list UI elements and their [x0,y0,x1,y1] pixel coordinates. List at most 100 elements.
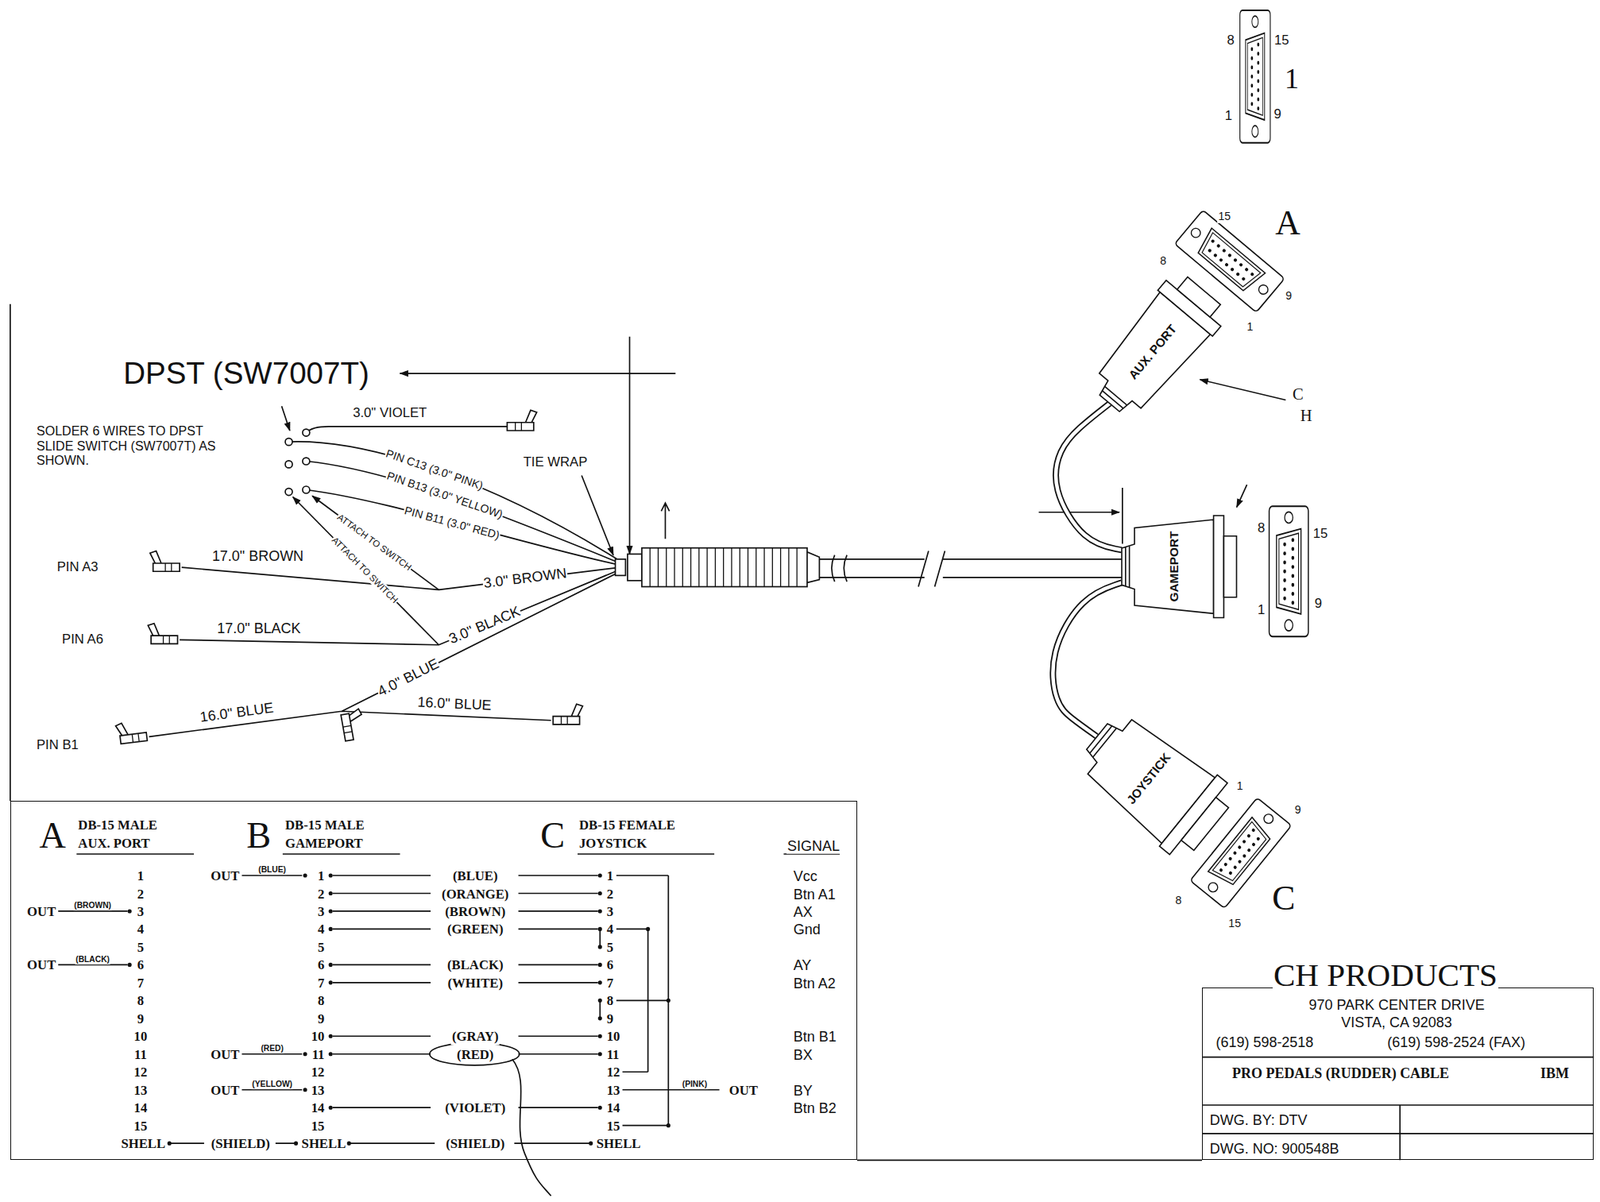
table-cell: 11 [311,1047,326,1063]
table-cell: 15 [606,1118,622,1134]
table-cell: (YELLOW) [251,1079,294,1090]
aux-port-connector: AUX. PORT [1082,255,1242,426]
title-block-rules [1201,1057,1594,1161]
table-cell: 7 [316,975,325,991]
callout-letter: H [1299,406,1314,426]
strain-relief-ribs [649,548,797,588]
title-block-text: CH PRODUCTS [1272,956,1499,994]
pin-number: 8 [1256,521,1266,537]
table-cell: 14 [606,1101,622,1117]
pin-label: PIN A3 [56,560,100,576]
table-cell: Gnd [792,921,822,939]
dimension-mark [660,502,669,539]
table-cell: 9 [316,1011,325,1027]
table-cell: 12 [310,1065,326,1081]
border-frame [10,304,1202,1161]
pin-number: 8 [1225,33,1235,49]
title-block-text: DWG. BY: DTV [1209,1112,1309,1129]
table-cell: 10 [133,1029,149,1045]
table-cell: 1 [136,868,145,884]
break-mark [918,551,945,588]
table-cell: AX [792,904,814,921]
table-cell: Vcc [792,868,819,886]
title-block-text: PRO PEDALS (RUDDER) CABLE [1231,1065,1450,1083]
table-cell: 1 [316,868,325,884]
strain-relief [641,548,808,588]
break-mark [831,555,847,582]
cable-branch [1052,582,1122,736]
part-label: TIE WRAP [522,454,589,470]
table-cell: 3 [316,904,325,920]
table-cell: (GRAY) [451,1029,500,1045]
switch-terminal [302,486,310,494]
table-cell: 3 [606,904,615,920]
connector-housing [1082,267,1232,426]
table-cell: AY [792,957,813,974]
table-cell: Btn A1 [792,885,837,903]
cable-jacket [1052,582,1122,736]
table-cell: 11 [133,1047,148,1063]
pin-terminal [115,720,147,745]
table-cell: 7 [606,975,615,991]
backshell [1121,519,1214,614]
pin-label: PIN B1 [35,737,80,753]
pin-number: 15 [1273,33,1291,49]
leader-arrow [1039,511,1120,514]
wire-label: 17.0" BLACK [216,620,302,638]
pin-number: 9 [1272,106,1282,122]
title-block-text: IBM [1539,1065,1570,1083]
table-cell: 15 [310,1118,326,1134]
connector-face [1269,506,1309,637]
table-cell: (BLACK) [446,958,504,974]
table-cell: 2 [136,886,145,902]
table-cell: 7 [136,975,145,991]
table-cell: OUT [209,1047,240,1063]
table-cell: SIGNAL [786,837,841,855]
callout-letter: C [1291,385,1305,405]
shell-nose [1224,535,1237,597]
switch-terminal [285,438,293,446]
pin-terminal [150,551,180,572]
table-cell: (SHIELD) [210,1136,271,1152]
table-cell: 9 [606,1011,615,1027]
table-cell: 1 [606,868,615,884]
pin-label: PIN A6 [61,632,105,648]
gameport-connector: GAMEPORT [1121,515,1250,618]
strain-relief-taper [807,552,820,584]
dimension-mark [1121,487,1124,545]
pin-number: 1 [1246,320,1255,333]
table-cell: (BLUE) [257,865,287,875]
pin-number: 1 [1224,108,1233,124]
table-cell: SHELL [119,1136,167,1152]
table-cell: 14 [133,1101,149,1117]
tie-wrap [615,559,627,576]
table-cell: 15 [133,1118,149,1134]
pinout-table: ADB-15 MALEAUX. PORTBDB-15 MALEGAMEPORTC… [10,800,858,1160]
table-cell: (VIOLET) [444,1101,507,1117]
table-cell: Btn B2 [792,1100,838,1117]
switch-terminal [285,488,293,496]
connector-housing-outline [1121,515,1250,618]
wire-note: ATTACH TO SWITCH [328,534,401,607]
connector-housing [1121,515,1237,618]
table-cell: 11 [606,1047,621,1063]
table-cell: Btn B1 [792,1028,838,1046]
table-cell: (BROWN) [444,904,507,920]
pin-number: 9 [1314,596,1323,612]
table-cell: 6 [316,958,325,974]
table-cell: 14 [310,1101,326,1117]
switch-terminal [302,457,310,465]
table-cell: JOYSTICK [578,835,648,851]
table-cell: B [245,814,272,857]
table-cell: (BLACK) [74,954,111,965]
table-cell: (ORANGE) [440,886,510,902]
table-cell: 8 [316,993,325,1009]
leader-arrow [282,405,290,431]
leader-arrow [1236,484,1248,507]
cable-branch [1055,403,1122,550]
table-cell: 4 [136,922,145,938]
header-underline [76,853,840,855]
table-cell: 9 [136,1011,145,1027]
table-cell: (BROWN) [73,900,113,911]
pin-number: 9 [1284,289,1293,302]
